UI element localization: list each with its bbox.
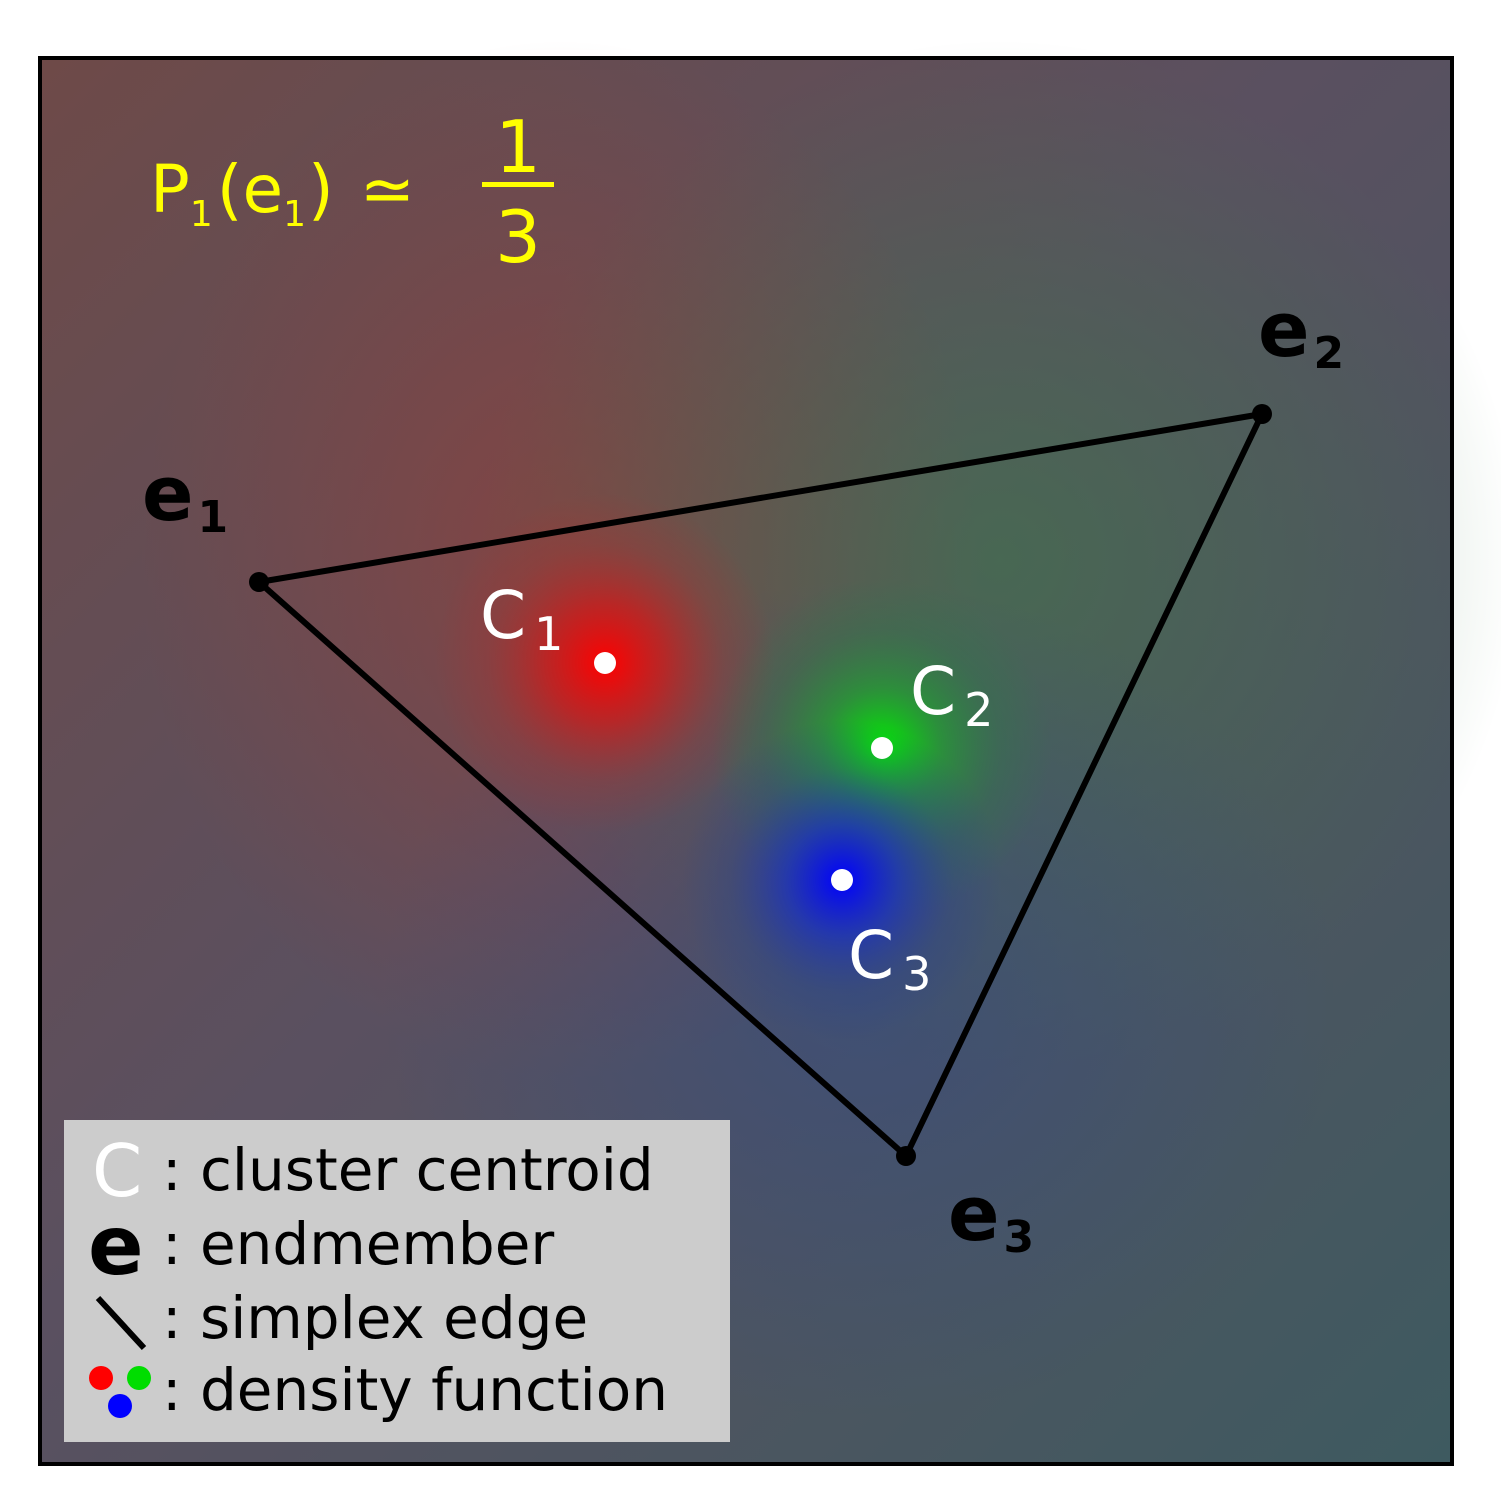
- legend-box: [64, 1120, 730, 1442]
- legend-density-text: : density function: [162, 1356, 668, 1424]
- endmember-label-3: e3: [948, 1169, 1034, 1263]
- endmember-vertex-3: [896, 1146, 916, 1166]
- legend-centroid-symbol: C: [92, 1129, 142, 1213]
- probability-formula: P1(e1)≃ 1 3: [150, 105, 554, 279]
- legend-edge-text: : simplex edge: [162, 1284, 588, 1352]
- centroid-marker-1: [594, 652, 616, 674]
- legend-endmember-text: : endmember: [162, 1210, 554, 1278]
- centroid-marker-3: [831, 869, 853, 891]
- legend-edge-icon: [95, 1295, 147, 1351]
- endmember-vertex-1: [249, 572, 269, 592]
- legend-density-dots-icon: [89, 1366, 151, 1418]
- formula-denominator: 3: [495, 195, 541, 279]
- fraction-bar: [482, 182, 554, 187]
- legend-endmember-symbol: e: [88, 1199, 144, 1294]
- endmember-vertex-2: [1252, 404, 1272, 424]
- endmember-label-2: e2: [1258, 285, 1344, 379]
- svg-text:P1(e1)≃: P1(e1)≃: [150, 151, 415, 235]
- centroid-marker-2: [871, 737, 893, 759]
- legend-centroid-text: : cluster centroid: [162, 1136, 654, 1204]
- legend: C : cluster centroid e : endmember : sim…: [64, 1120, 730, 1442]
- simplex-triangle: [256, 411, 1265, 1159]
- formula-numerator: 1: [495, 105, 541, 189]
- endmember-label-1: e1: [142, 449, 228, 543]
- plot-frame: [38, 56, 1454, 1466]
